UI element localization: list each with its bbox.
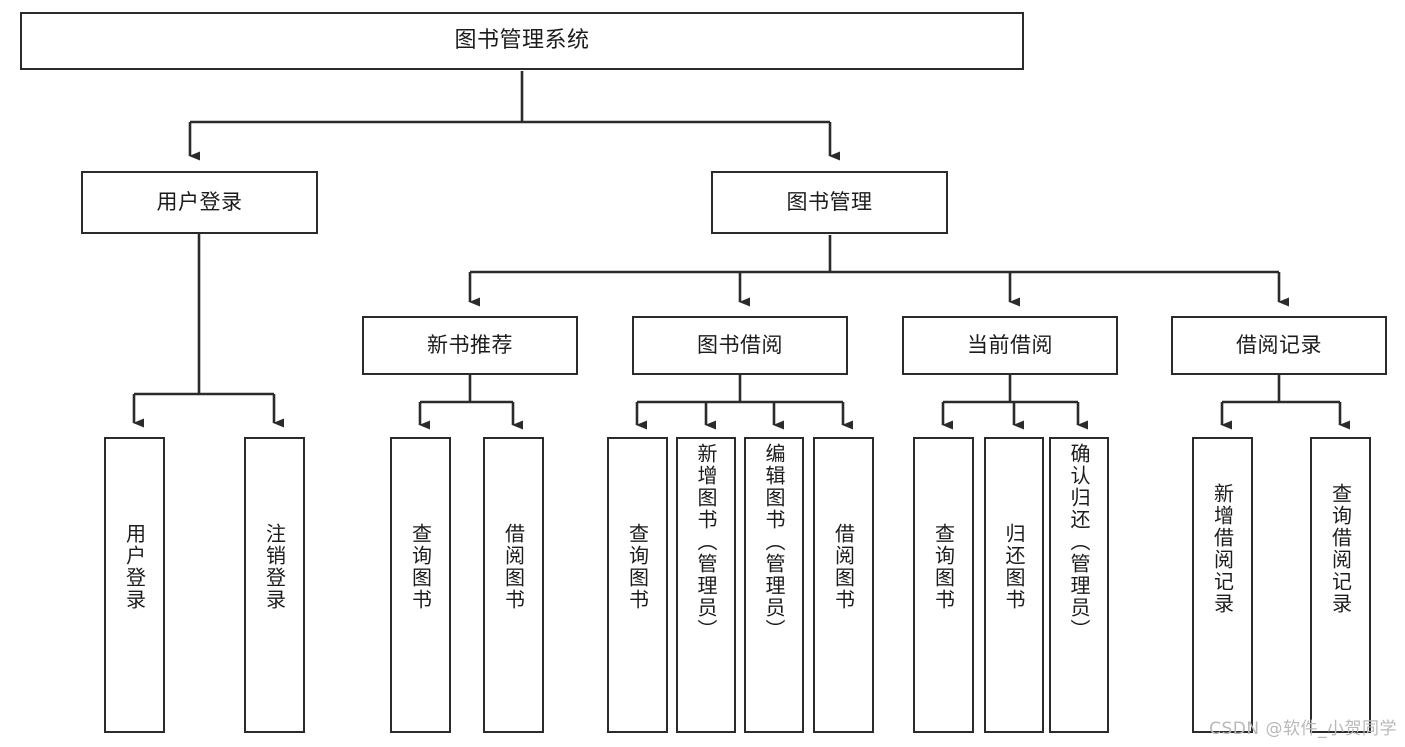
node-current-borrow[interactable]: 当前借阅 [902,316,1118,375]
node-book-borrow-label: 图书借阅 [697,333,783,358]
leaf-borrow-books-new[interactable]: 借阅图书 [483,437,544,733]
leaf-query-books-borrow-label: 查询图书 [625,523,650,611]
leaf-add-book-admin-label: 新增图书（管理员） [694,443,718,641]
leaf-add-book-admin[interactable]: 新增图书（管理员） [676,437,736,733]
leaf-add-borrow-record-label: 新增借阅记录 [1210,483,1235,615]
node-new-book-recommend-label: 新书推荐 [427,333,513,358]
leaf-user-logout-label: 注销登录 [262,523,287,611]
leaf-confirm-return-admin[interactable]: 确认归还（管理员） [1049,437,1109,733]
leaf-query-borrow-record[interactable]: 查询借阅记录 [1310,437,1371,733]
node-root[interactable]: 图书管理系统 [20,12,1024,70]
leaf-user-logout[interactable]: 注销登录 [244,437,305,733]
node-borrow-records-label: 借阅记录 [1236,333,1322,358]
node-new-book-recommend[interactable]: 新书推荐 [362,316,578,375]
leaf-edit-book-admin-label: 编辑图书（管理员） [762,443,786,641]
node-borrow-records[interactable]: 借阅记录 [1171,316,1387,375]
leaf-query-borrow-record-label: 查询借阅记录 [1328,483,1353,615]
leaf-borrow-books-label: 借阅图书 [831,523,856,611]
leaf-return-books[interactable]: 归还图书 [984,437,1044,733]
node-user-login[interactable]: 用户登录 [81,171,318,234]
leaf-confirm-return-admin-label: 确认归还（管理员） [1067,443,1091,641]
leaf-user-login[interactable]: 用户登录 [104,437,165,733]
leaf-query-books-new-label: 查询图书 [408,523,433,611]
leaf-add-borrow-record[interactable]: 新增借阅记录 [1192,437,1253,733]
leaf-return-books-label: 归还图书 [1002,523,1026,611]
leaf-borrow-books-new-label: 借阅图书 [501,523,526,611]
node-user-login-label: 用户登录 [156,190,243,215]
node-current-borrow-label: 当前借阅 [967,333,1053,358]
leaf-query-books-current-label: 查询图书 [931,523,956,611]
node-book-management-label: 图书管理 [786,190,873,215]
node-book-borrow[interactable]: 图书借阅 [632,316,848,375]
leaf-query-books-new[interactable]: 查询图书 [390,437,451,733]
leaf-query-books-current[interactable]: 查询图书 [913,437,974,733]
node-root-label: 图书管理系统 [454,28,590,54]
leaf-borrow-books[interactable]: 借阅图书 [813,437,874,733]
node-book-management[interactable]: 图书管理 [711,171,948,234]
watermark: CSDN @软件_小贺同学 [1209,719,1397,739]
leaf-query-books-borrow[interactable]: 查询图书 [607,437,668,733]
leaf-edit-book-admin[interactable]: 编辑图书（管理员） [744,437,804,733]
leaf-user-login-label: 用户登录 [122,523,147,611]
